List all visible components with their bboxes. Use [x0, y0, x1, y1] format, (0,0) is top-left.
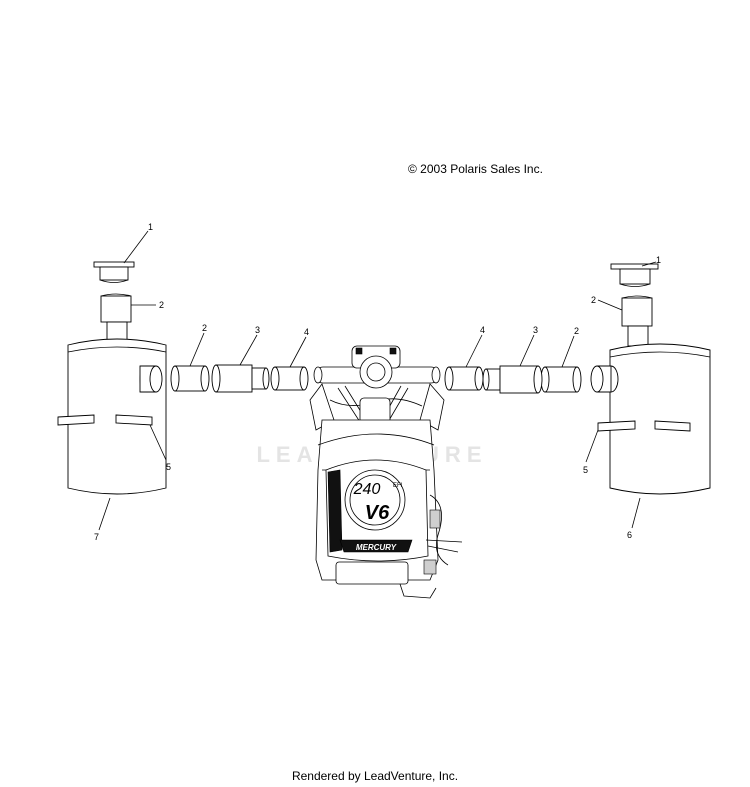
part-2-right-coupler[interactable] [621, 295, 653, 327]
part-4-right-tube[interactable] [444, 366, 484, 391]
right-airbox-assembly [444, 263, 711, 495]
copyright-notice: © 2003 Polaris Sales Inc. [408, 162, 543, 176]
part-2-left-tube[interactable] [170, 365, 210, 392]
part-2-right-tube[interactable] [540, 366, 582, 393]
callout-5-left: 5 [166, 462, 171, 472]
badge-efi: EFI [393, 483, 403, 489]
callout-7: 7 [94, 532, 99, 542]
right-airbox-outlet [590, 365, 619, 393]
callout-2-right-upper: 2 [591, 295, 596, 305]
callout-4-left: 4 [304, 327, 309, 337]
engine-assembly[interactable]: 240 EFI V6 MERCURY [309, 345, 463, 599]
left-airbox-assembly [57, 261, 309, 495]
callout-labels: 1 2 2 3 4 5 7 1 2 2 3 4 5 6 [94, 222, 661, 542]
callout-2-left-tube: 2 [202, 323, 207, 333]
part-3-right-tube[interactable] [482, 365, 543, 394]
callout-4-right: 4 [480, 325, 485, 335]
callout-3-left: 3 [255, 325, 260, 335]
part-1-left-cap[interactable] [93, 261, 135, 283]
right-airbox-neck [627, 325, 649, 347]
callout-3-right: 3 [533, 325, 538, 335]
left-airbox-outlet [139, 365, 163, 393]
part-5-right-straps[interactable] [597, 420, 691, 432]
callout-2-right-tube: 2 [574, 326, 579, 336]
callout-5-right: 5 [583, 465, 588, 475]
part-5-left-straps[interactable] [57, 414, 153, 426]
badge-displacement: 240 [353, 481, 381, 498]
callout-1-right: 1 [656, 255, 661, 265]
part-1-right-cap[interactable] [610, 263, 659, 287]
callout-6: 6 [627, 530, 632, 540]
part-4-left-tube[interactable] [270, 366, 309, 391]
part-2-left-coupler[interactable] [100, 293, 132, 323]
badge-v6: V6 [365, 502, 390, 524]
footer-credit: Rendered by LeadVenture, Inc. [291, 769, 459, 783]
part-6-right-airbox[interactable] [609, 343, 711, 495]
part-3-left-tube[interactable] [211, 364, 270, 393]
engine-badge: 240 EFI V6 [344, 469, 406, 531]
callout-1-left: 1 [148, 222, 153, 232]
engine-brand: MERCURY [356, 543, 397, 552]
callout-2-left-upper: 2 [159, 300, 164, 310]
